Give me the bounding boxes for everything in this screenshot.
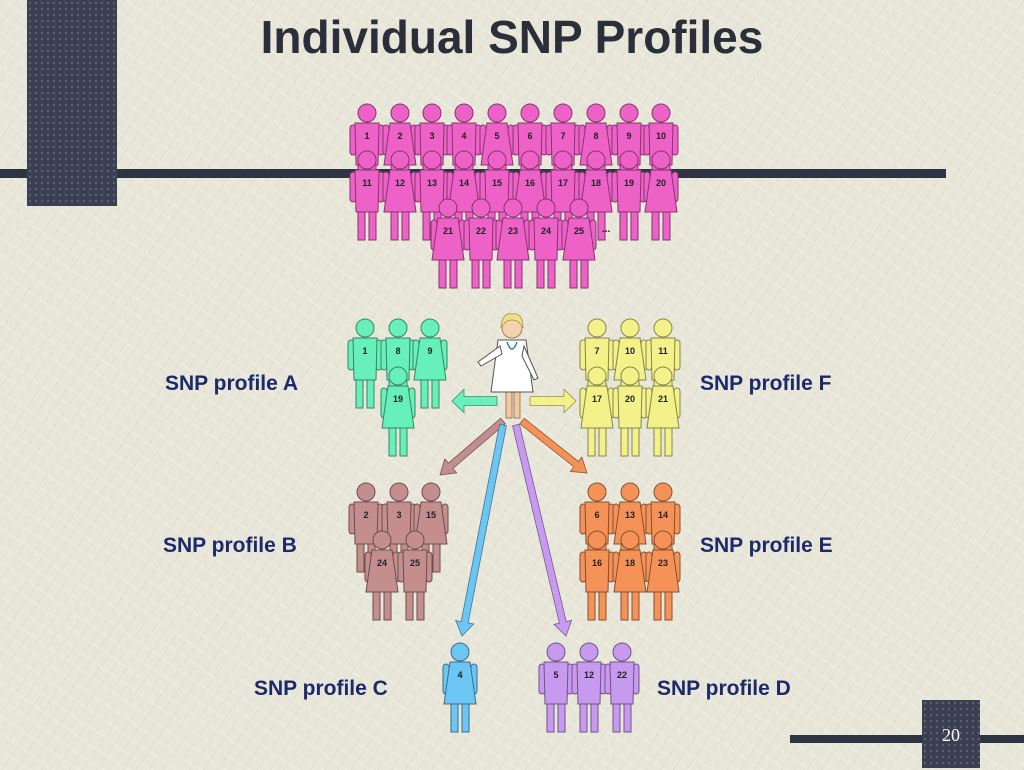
profile-a-person-1: 1 <box>347 318 383 409</box>
label-snp-profile-d: SNP profile D <box>657 677 791 700</box>
profile-d-person-12: 12 <box>571 642 607 733</box>
page-number: 20 <box>942 725 960 745</box>
profile-a-person-9: 9 <box>412 318 448 409</box>
person-number: 4 <box>461 131 466 141</box>
person-number: 16 <box>592 558 602 568</box>
arrow-to-profile-e <box>519 417 588 474</box>
population-person-19: 19 <box>611 150 647 241</box>
population-person-22: 22 <box>463 198 499 289</box>
person-number: 4 <box>457 670 462 680</box>
person-number: 3 <box>429 131 434 141</box>
person-number: 16 <box>525 178 535 188</box>
person-number: 25 <box>574 226 584 236</box>
person-number: 15 <box>492 178 502 188</box>
person-number: 19 <box>393 394 403 404</box>
person-number: 14 <box>658 510 668 520</box>
person-number: 9 <box>626 131 631 141</box>
person-number: 7 <box>594 346 599 356</box>
person-number: 21 <box>443 226 453 236</box>
profile-b-person-25: 25 <box>397 530 433 621</box>
decorative-dotted-block <box>27 0 117 206</box>
arrow-to-profile-d <box>512 423 573 637</box>
person-number: 24 <box>541 226 551 236</box>
person-number: 2 <box>397 131 402 141</box>
person-number: 6 <box>527 131 532 141</box>
person-number: 1 <box>362 346 367 356</box>
person-number: 23 <box>508 226 518 236</box>
profile-d-person-5: 5 <box>538 642 574 733</box>
person-number: 13 <box>427 178 437 188</box>
person-number: 8 <box>395 346 400 356</box>
person-number: 18 <box>591 178 601 188</box>
page-number-block <box>922 700 980 768</box>
person-number: 18 <box>625 558 635 568</box>
profile-a-person-19: 19 <box>380 366 416 457</box>
profile-c-person-4: 4 <box>442 642 478 733</box>
population-person-2: 2 <box>382 103 418 194</box>
person-number: 25 <box>410 558 420 568</box>
person-number: 1 <box>364 131 369 141</box>
profile-e-person-23: 23 <box>645 530 681 621</box>
profile-d-person-22: 22 <box>604 642 640 733</box>
person-number: 14 <box>459 178 469 188</box>
person-number: 23 <box>658 558 668 568</box>
person-number: 10 <box>625 346 635 356</box>
person-number: 21 <box>658 394 668 404</box>
population-person-25: 25 <box>561 198 597 289</box>
scientist-figure <box>477 313 539 419</box>
person-number: 5 <box>553 670 558 680</box>
arrow-to-profile-c <box>455 423 507 637</box>
person-number: 17 <box>558 178 568 188</box>
slide-title: Individual SNP Profiles <box>260 11 764 63</box>
person-number: 13 <box>625 510 635 520</box>
person-number: 7 <box>560 131 565 141</box>
person-number: 9 <box>427 346 432 356</box>
arrow-to-profile-a <box>451 388 498 414</box>
person-number: 5 <box>494 131 499 141</box>
person-number: 6 <box>594 510 599 520</box>
person-number: 17 <box>592 394 602 404</box>
profile-e-person-16: 16 <box>579 530 615 621</box>
profile-f-person-17: 17 <box>579 366 615 457</box>
profile-e-person-18: 18 <box>612 530 648 621</box>
person-number: 24 <box>377 558 387 568</box>
person-number: 12 <box>584 670 594 680</box>
label-snp-profile-a: SNP profile A <box>165 372 299 395</box>
label-snp-profile-e: SNP profile E <box>700 534 833 557</box>
person-number: 20 <box>656 178 666 188</box>
population-person-24: 24 <box>528 198 564 289</box>
population-person-11: 11 <box>349 150 385 241</box>
person-number: 10 <box>656 131 666 141</box>
person-number: 20 <box>625 394 635 404</box>
profile-f-person-21: 21 <box>645 366 681 457</box>
person-number: 15 <box>426 510 436 520</box>
person-number: 3 <box>396 510 401 520</box>
label-snp-profile-c: SNP profile C <box>254 677 388 700</box>
population-person-20: 20 <box>643 150 679 241</box>
arrow-to-profile-b <box>439 417 506 476</box>
person-number: 22 <box>617 670 627 680</box>
person-number: 8 <box>593 131 598 141</box>
person-number: 11 <box>658 346 668 356</box>
person-number: 12 <box>395 178 405 188</box>
person-number: 2 <box>363 510 368 520</box>
label-snp-profile-f: SNP profile F <box>700 372 832 395</box>
bottom-horizontal-rule <box>790 735 1024 743</box>
person-number: 19 <box>624 178 634 188</box>
person-number: 22 <box>476 226 486 236</box>
arrow-to-profile-f <box>529 388 577 414</box>
population-ellipsis: ... <box>602 224 611 235</box>
person-number: 11 <box>362 178 372 188</box>
profile-b-person-15: 15 <box>413 482 449 573</box>
label-snp-profile-b: SNP profile B <box>163 534 297 557</box>
